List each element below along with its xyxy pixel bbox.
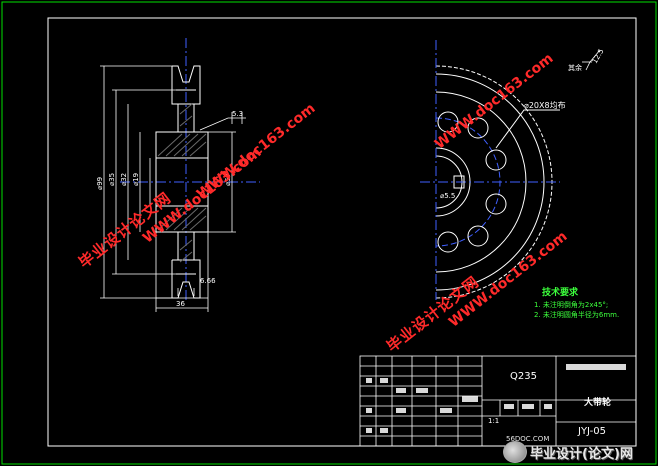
tech-requirement-item: 1. 未注明倒角为2x45°; [534,301,609,309]
end-view [420,40,560,300]
drawing-number: JYJ-05 [578,426,606,437]
roughness-value: 12.5 [591,47,606,65]
web-hole [437,111,459,133]
dim-d35: ⌀35 [108,173,116,186]
dim-d57: ⌀57 [224,173,232,186]
dim-groove: 5.3 [232,110,243,118]
roughness-symbol [582,49,601,71]
badge-text: 毕业设计(论文)网 [530,446,633,462]
hole-note: ⌀20X8均布 [524,100,566,110]
dim-d32: ⌀32 [120,173,128,186]
section-view [120,38,260,300]
part-name: 大带轮 [584,398,612,408]
dim-d99: ⌀99 [96,177,104,190]
keyway [453,175,465,189]
dim-inner: ⌀5.5 [440,192,455,200]
tech-requirements-title: 技术要求 [542,288,579,298]
badge-small-text: 56DOC.COM [506,435,550,443]
web-hole [467,117,489,139]
title-block-cells [366,364,626,433]
scale: 1:1 [488,417,500,425]
web-hole [485,149,507,171]
tech-requirement-item: 2. 未注明圆角半径为6mm. [534,311,620,319]
dim-bottom: 36 [176,300,185,308]
roughness-label: 其余 [568,63,582,72]
hatch [157,103,207,263]
title-block-grid [359,355,637,447]
web-hole [467,225,489,247]
dim-d19: ⌀19 [132,173,140,186]
dimension-lines [100,65,246,312]
material-label: Q235 [510,371,537,382]
site-logo-icon: 56DOC.COM [503,435,549,463]
inner-border [47,17,637,447]
rim-top [171,65,201,105]
dim-bottom-small: 6.66 [200,277,216,285]
web-hole [437,231,459,253]
hub [155,131,209,233]
site-badge: 56DOC.COM 毕业设计(论文)网 [503,435,653,464]
web-hole [485,193,507,215]
tech-requirements: 技术要求 1. 未注明倒角为2x45°; 2. 未注明圆角半径为6mm. [534,288,619,320]
